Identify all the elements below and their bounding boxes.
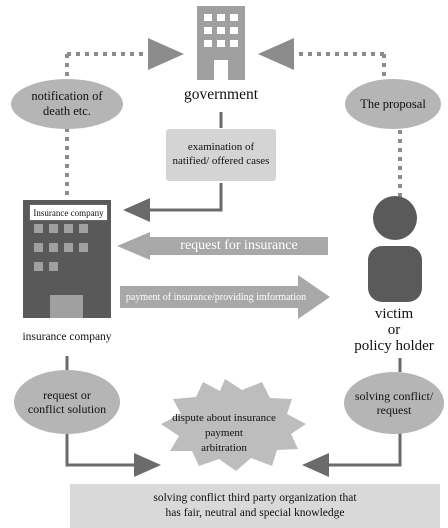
solving-conflict-text: solving conflict/ request <box>354 388 434 417</box>
third-party-box: solving conflict third party organizatio… <box>70 484 440 528</box>
dotted-connectors <box>65 38 402 200</box>
request-arrow-shape <box>117 232 328 260</box>
proposal-text: The proposal <box>360 96 426 111</box>
third-party-line-1: solving conflict third party organizatio… <box>153 492 357 505</box>
government-label: government <box>183 86 259 103</box>
third-party-line-2: has fair, neutral and special knowledge <box>165 507 345 519</box>
victim-line-1: victim <box>374 306 414 322</box>
dispute-line-2: payment <box>205 426 243 439</box>
victim-label: victim or policy holder <box>334 306 448 354</box>
insurance-company-sign: Insurance company <box>29 204 108 221</box>
examination-text: examination of natified/ offered cases <box>172 141 270 167</box>
request-for-insurance-label: request for insurance <box>180 238 298 253</box>
government-building-icon <box>197 6 245 80</box>
notification-text: notification of death etc. <box>31 89 103 118</box>
dispute-label: dispute about insurance payment arbitrat… <box>168 411 280 456</box>
notification-oval: notification of death etc. <box>11 79 123 129</box>
victim-line-2: or <box>387 321 401 338</box>
request-conflict-text: request or conflict solution <box>27 387 107 416</box>
proposal-oval: The proposal <box>345 79 441 129</box>
payment-label: payment of insurance/providing imformati… <box>125 291 307 303</box>
victim-person-icon <box>368 196 422 302</box>
dispute-line-3: arbitration <box>201 441 247 454</box>
dispute-line-1: dispute about insurance <box>172 412 276 424</box>
request-conflict-oval: request or conflict solution <box>14 370 120 434</box>
payment-arrow-shape <box>120 275 330 319</box>
dispute-starburst <box>161 379 306 471</box>
solving-conflict-oval: solving conflict/ request <box>344 372 444 434</box>
solid-connectors <box>65 112 402 477</box>
examination-box: examination of natified/ offered cases <box>166 129 276 181</box>
insurance-company-label: insurance company <box>22 331 112 343</box>
victim-line-3: policy holder <box>354 337 434 354</box>
